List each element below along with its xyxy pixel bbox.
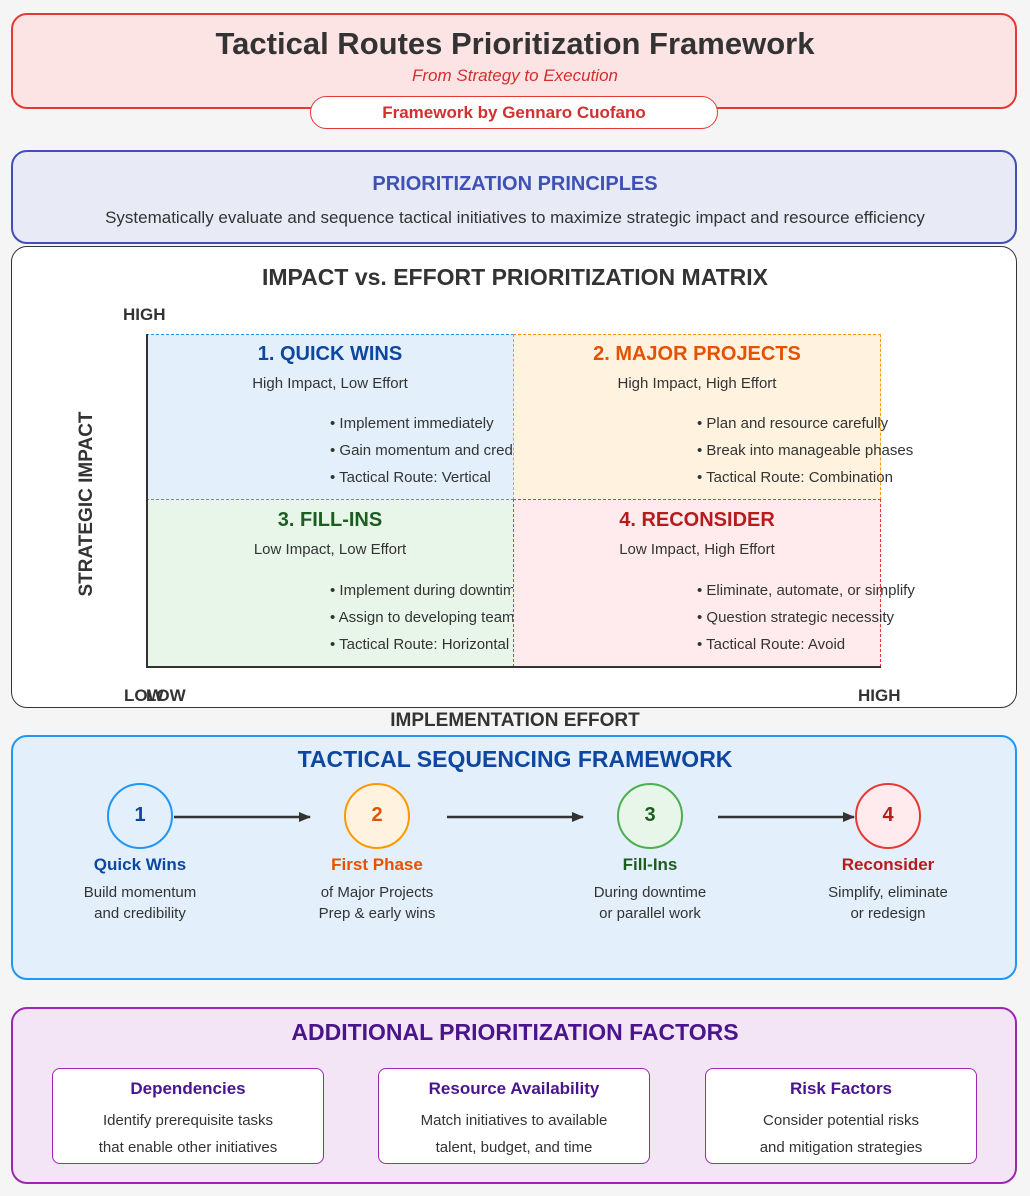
- matrix-title: IMPACT vs. EFFORT PRIORITIZATION MATRIX: [262, 264, 768, 290]
- x-axis-label: IMPLEMENTATION EFFORT: [390, 710, 640, 731]
- principles-panel: [11, 150, 1017, 244]
- quadrant-title: 1. QUICK WINS: [257, 343, 403, 365]
- page-subtitle: From Strategy to Execution: [412, 66, 618, 85]
- quadrant-bullet: • Gain momentum and credibility: [330, 442, 514, 459]
- factors-title: ADDITIONAL PRIORITIZATION FACTORS: [291, 1019, 739, 1045]
- step-3-circle: 3: [617, 783, 683, 849]
- quadrant-bullet: • Plan and resource carefully: [697, 415, 889, 432]
- factor-card-dependencies: Dependencies Identify prerequisite tasks…: [52, 1068, 324, 1164]
- step-4-circle: 4: [855, 783, 921, 849]
- quadrant-quick-wins: 1. QUICK WINS High Impact, Low Effort • …: [146, 334, 514, 500]
- x-axis-low-label: LOW: [146, 686, 186, 705]
- principles-text: Systematically evaluate and sequence tac…: [105, 208, 925, 227]
- quadrant-bullet: • Eliminate, automate, or simplify: [697, 582, 915, 599]
- step-2-name: First Phase: [331, 855, 423, 874]
- x-axis-high-label: HIGH: [858, 686, 901, 705]
- step-4-name: Reconsider: [841, 855, 935, 874]
- step-3-name: Fill-Ins: [622, 855, 678, 874]
- quadrant-bullet: • Tactical Route: Avoid: [697, 636, 846, 653]
- principles-title: PRIORITIZATION PRINCIPLES: [372, 173, 658, 195]
- quadrant-bullet: • Tactical Route: Vertical: [330, 469, 491, 486]
- step-1-circle: 1: [107, 783, 173, 849]
- sequencing-panel: [11, 735, 1017, 980]
- sequence-arrows: [174, 812, 855, 822]
- quadrant-bullet: • Break into manageable phases: [697, 442, 914, 459]
- sequencing-title: TACTICAL SEQUENCING FRAMEWORK: [297, 746, 733, 772]
- y-axis-high-label: HIGH: [123, 305, 166, 324]
- quadrant-bullet: • Question strategic necessity: [697, 609, 895, 626]
- y-axis-low-label: LOW: [124, 686, 164, 705]
- quadrant-subtitle: High Impact, Low Effort: [252, 375, 408, 392]
- quadrant-subtitle: High Impact, High Effort: [617, 375, 777, 392]
- factor-title: Risk Factors: [789, 1079, 893, 1098]
- factor-title: Dependencies: [130, 1079, 246, 1098]
- page-title: Tactical Routes Prioritization Framework: [215, 26, 815, 61]
- factor-card-resources: Resource Availability Match initiatives …: [378, 1068, 650, 1164]
- factor-title: Resource Availability: [428, 1079, 600, 1098]
- author-badge: Framework by Gennaro Cuofano: [310, 96, 718, 129]
- step-2-circle: 2: [344, 783, 410, 849]
- quadrant-bullet: • Tactical Route: Horizontal: [330, 636, 510, 653]
- y-axis-line: [146, 334, 148, 668]
- quadrant-title: 2. MAJOR PROJECTS: [593, 343, 801, 365]
- x-axis-line: [146, 666, 881, 668]
- quadrant-major-projects: 2. MAJOR PROJECTS High Impact, High Effo…: [513, 334, 913, 500]
- quadrant-subtitle: Low Impact, Low Effort: [253, 541, 407, 558]
- quadrant-subtitle: Low Impact, High Effort: [619, 541, 775, 558]
- header-panel: [11, 13, 1017, 109]
- y-axis-label: STRATEGIC IMPACT: [76, 411, 97, 597]
- step-1-name: Quick Wins: [93, 855, 187, 874]
- quadrant-title: 4. RECONSIDER: [619, 509, 775, 531]
- quadrant-fill-ins: 3. FILL-INS Low Impact, Low Effort • Imp…: [146, 499, 514, 667]
- quadrant-bullet: • Implement during downtime: [330, 582, 514, 599]
- quadrant-bullet: • Implement immediately: [330, 415, 494, 432]
- quadrant-bullet: • Tactical Route: Combination: [697, 469, 893, 486]
- quadrant-reconsider: 4. RECONSIDER Low Impact, High Effort • …: [513, 499, 915, 667]
- quadrant-bullet: • Assign to developing teams: [330, 609, 514, 626]
- quadrant-title: 3. FILL-INS: [277, 509, 383, 531]
